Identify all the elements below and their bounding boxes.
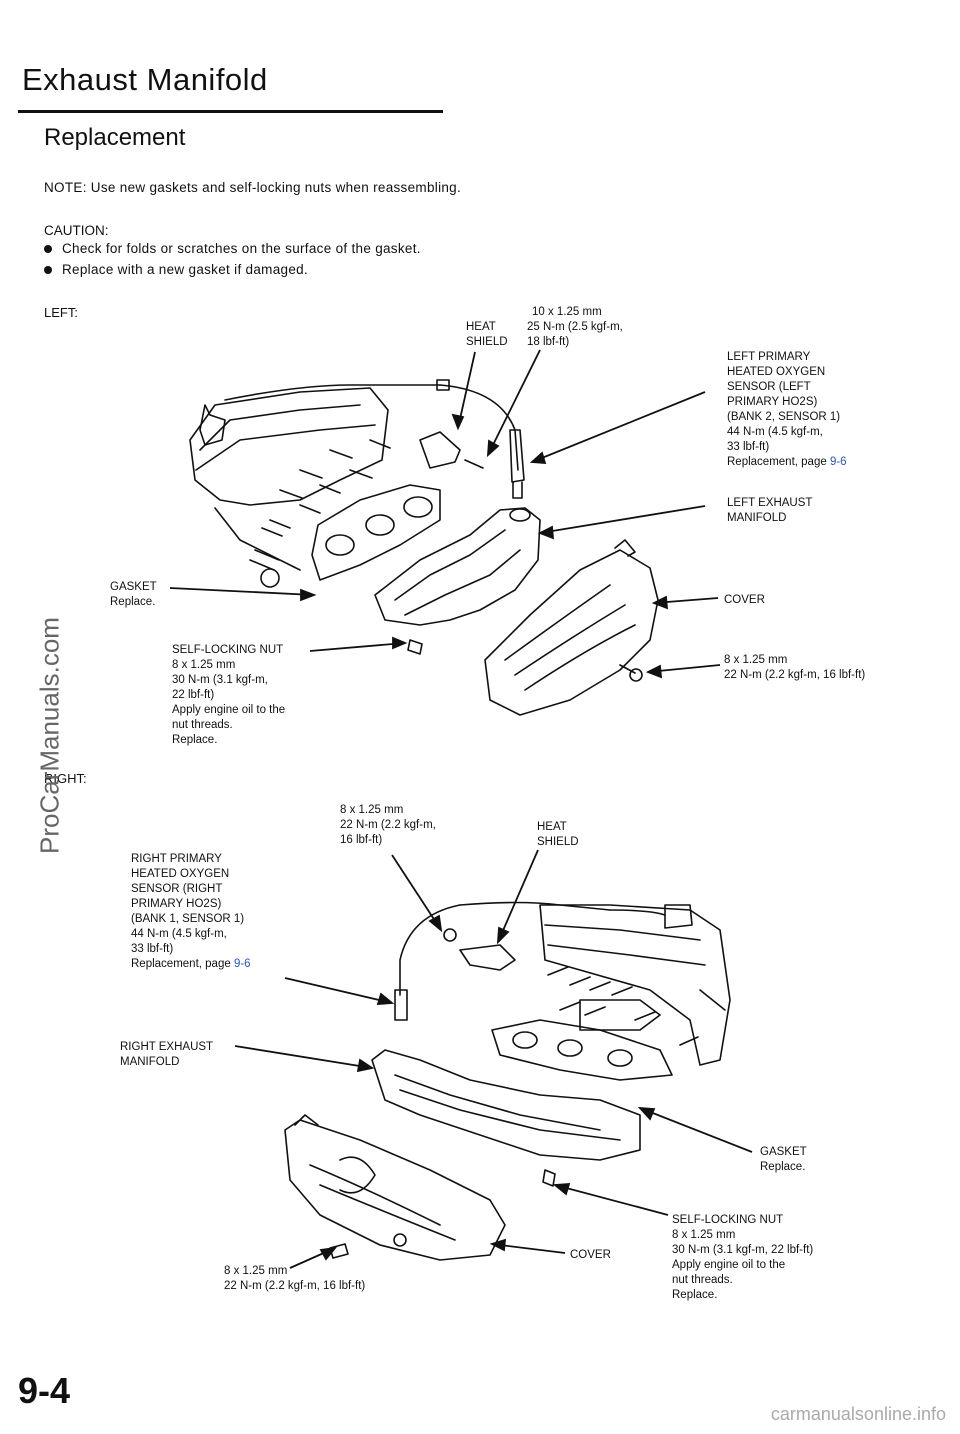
leader-right-heat-shield [497,849,539,943]
left-sensor-page-link[interactable]: 9-6 [829,456,847,468]
leader-left-heat-shield [457,351,476,429]
caution-heading: CAUTION: [44,223,109,238]
leader-left-sensor [531,391,706,463]
leader-right-sensor [284,977,393,1004]
left-engine-head-drawing [189,379,519,571]
section-title: Replacement [44,124,186,151]
left-cover-label: COVER [724,594,765,606]
caution-item: Replace with a new gasket if damaged. [44,262,308,277]
left-gasket-drawing [260,484,441,588]
page-number: 9-4 [18,1370,71,1411]
right-cover-drawing [284,1114,506,1261]
leader-right-manifold [234,1045,373,1069]
leader-left-nut [309,642,406,652]
bullet-icon [44,245,52,254]
leader-right-nut [554,1184,669,1216]
leader-left-bolt [487,349,541,456]
right-sensor-page-link[interactable]: 9-6 [233,958,251,970]
watermark: ProCarManuals.com [34,617,65,854]
bullet-icon [44,266,52,275]
page-title: Exhaust Manifold [22,62,268,97]
right-gasket-drawing [491,999,673,1081]
leader-left-gasket [169,587,315,596]
left-studs-drawing [249,439,391,571]
right-manifold-drawing [371,928,641,1187]
caution-item: Check for folds or scratches on the surf… [44,241,421,256]
title-rule [18,110,443,113]
note-text: NOTE: Use new gaskets and self-locking n… [44,180,462,195]
right-cover-label: COVER [570,1249,611,1261]
right-engine-head-drawing [394,901,731,1066]
right-studs-drawing [547,966,699,1046]
left-heading: LEFT: [44,305,78,320]
footer-site: carmanualsonline.info [770,1404,946,1424]
leader-right-gasket [639,1107,753,1153]
right-heading: RIGHT: [44,771,87,786]
left-cover-drawing [407,539,659,716]
leader-left-manifold [539,505,706,534]
left-manifold-drawing [374,429,541,626]
leader-right-bolt [391,854,442,931]
